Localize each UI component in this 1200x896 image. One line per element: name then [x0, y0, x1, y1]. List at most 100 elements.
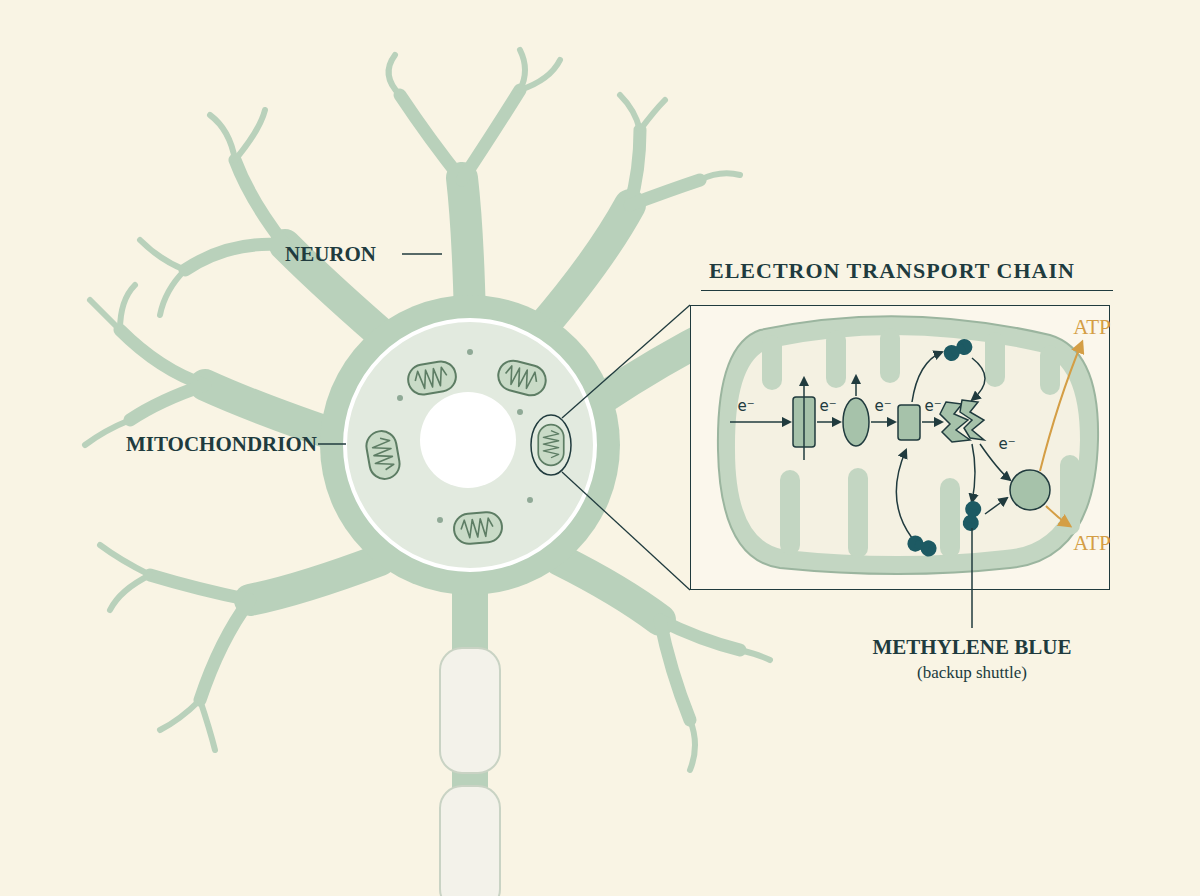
methylene-blue-molecule: [905, 533, 939, 558]
dendrite-branch: [630, 180, 700, 205]
electron-arrow: [922, 421, 942, 423]
highlight-ring: [531, 415, 571, 475]
dendrite-branch: [200, 600, 250, 700]
dendrite: [250, 560, 380, 600]
methylene-blue-molecule: [962, 500, 983, 532]
electron-arrow: [871, 421, 895, 423]
leader-line: [318, 443, 346, 445]
electron-label: e⁻: [921, 398, 945, 415]
soma: [320, 295, 620, 595]
atp-arrow: [1040, 342, 1082, 471]
shuttle-arrow: [912, 352, 942, 402]
cytoplasm: [345, 320, 595, 570]
zoom-line: [562, 472, 690, 590]
atp-arrow: [1046, 506, 1070, 526]
dendrite-twig: [210, 115, 235, 160]
callout-note: (backup shuttle): [842, 664, 1102, 683]
crista: [826, 330, 846, 388]
electron-label: e⁻: [995, 436, 1019, 453]
dendrite-twig: [85, 420, 130, 445]
dendrite-twig: [389, 55, 400, 95]
organelle-dot: [397, 395, 403, 401]
organelle-dot: [527, 497, 533, 503]
atp-label: ATP: [1064, 532, 1120, 555]
dendrite-branch: [130, 385, 205, 420]
dendrite-twig: [100, 545, 150, 575]
dendrite-twig: [690, 720, 695, 770]
organelle-dot: [437, 517, 443, 523]
dendrite-twig: [120, 285, 135, 330]
leader-line: [402, 253, 442, 255]
crista: [985, 332, 1005, 387]
shuttle-arrow: [972, 444, 975, 502]
crista: [780, 470, 800, 555]
complex-two: [843, 398, 869, 446]
dendrite-twig: [160, 270, 185, 315]
electron-arrow: [817, 421, 840, 423]
dendrite-twig: [620, 95, 640, 130]
dendrite-twig: [235, 110, 265, 160]
dendrite-twig: [700, 173, 740, 180]
shuttle-arrow: [985, 498, 1007, 514]
dendrite-twig: [640, 100, 665, 130]
dendrite-twig: [90, 300, 120, 330]
matrix: [735, 335, 1080, 556]
atp-synthase: [1010, 470, 1050, 510]
proton-arrow: [855, 376, 857, 396]
organelle-dot: [467, 349, 473, 355]
shuttle-arrow: [972, 358, 985, 400]
dendrite-twig: [110, 575, 150, 610]
electron-arrow: [730, 421, 790, 423]
crista: [848, 468, 868, 558]
dendrite-twig: [740, 650, 770, 660]
callout-leader: [971, 528, 973, 628]
molecule-bridge: [914, 540, 930, 552]
dendrite-branch: [120, 330, 205, 385]
outer-membrane: [718, 316, 1098, 574]
dendrite-twig: [160, 700, 200, 730]
atp-label: ATP: [1064, 316, 1120, 339]
dendrite-branch: [185, 244, 285, 270]
dendrite-branch: [235, 160, 285, 245]
dendrite-twig: [520, 60, 560, 90]
mitochondrion-icon: [406, 359, 458, 397]
crista: [1040, 345, 1060, 395]
mitochondrion-icon: [538, 425, 564, 466]
dendrite-branch: [660, 620, 690, 720]
complex-four: [960, 400, 984, 440]
inset-background: [690, 305, 1110, 590]
mitochondrion-icon: [364, 429, 402, 481]
zoom-line: [562, 305, 690, 418]
dendrite-twig: [200, 700, 215, 750]
dendrite-twig: [140, 240, 185, 270]
dendrite-branches: [120, 90, 740, 720]
proton-arrow: [803, 378, 805, 460]
myelin-sheath: [440, 786, 500, 896]
dendrite-twigs: [85, 50, 770, 770]
electron-label: e⁻: [734, 398, 758, 415]
mitochondrion-icon: [453, 511, 503, 545]
dendrite-branch: [150, 575, 250, 600]
crista: [1060, 455, 1080, 535]
molecule-bridge: [950, 343, 966, 356]
crista: [940, 478, 960, 558]
electron-label: e⁻: [816, 398, 840, 415]
inset-box: ELECTRON TRANSPORT CHAIN: [690, 305, 1110, 590]
crista: [762, 335, 782, 390]
dendrite: [560, 560, 660, 620]
organelle-dot: [517, 409, 523, 415]
dendrite-branch: [630, 130, 640, 205]
complex-three: [898, 405, 920, 440]
electron-label: e⁻: [871, 398, 895, 415]
mitochondrion-icon: [495, 357, 549, 398]
dendrite-twig: [520, 50, 525, 90]
part-label: MITOCHONDRION: [126, 433, 326, 456]
shuttle-arrow: [896, 450, 912, 538]
dendrite: [540, 205, 630, 330]
nucleus: [420, 392, 516, 488]
inset-heading: ELECTRON TRANSPORT CHAIN: [701, 258, 1113, 291]
dendrite-branch: [462, 90, 520, 180]
myelin-sheath: [440, 648, 500, 773]
